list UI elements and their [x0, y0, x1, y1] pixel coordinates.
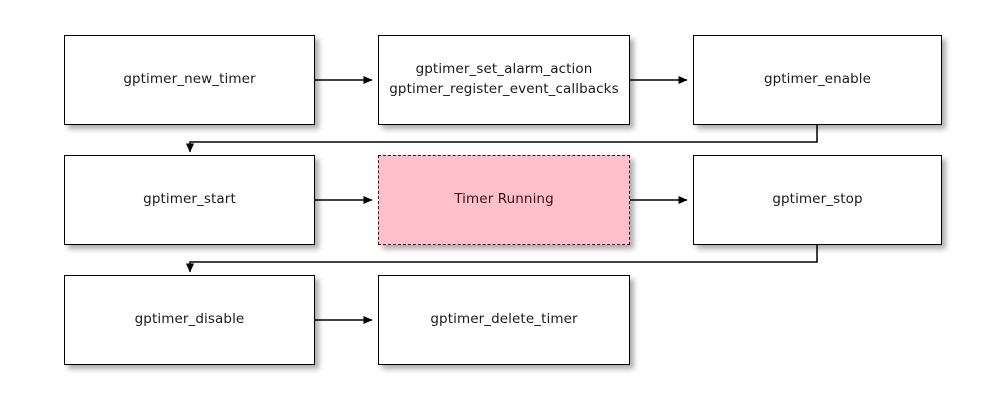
node-gptimer-new-timer[interactable]: gptimer_new_timer — [64, 35, 315, 125]
node-label-line: gptimer_delete_timer — [430, 311, 578, 328]
node-label-line: gptimer_enable — [763, 71, 872, 88]
node-label-line: gptimer_register_event_callbacks — [389, 81, 619, 97]
node-label-line: Timer Running — [454, 191, 554, 208]
node-gptimer-disable[interactable]: gptimer_disable — [64, 275, 315, 365]
node-label-line: gptimer_new_timer — [123, 71, 256, 88]
node-label-line: gptimer_stop — [772, 191, 863, 208]
node-gptimer-delete-timer[interactable]: gptimer_delete_timer — [378, 275, 630, 365]
node-label-line: gptimer_start — [143, 191, 236, 208]
node-gptimer-enable[interactable]: gptimer_enable — [693, 35, 942, 125]
edge-stop-to-disable — [186, 245, 818, 273]
edge-enable-to-start — [186, 125, 818, 153]
node-gptimer-set-alarm-action[interactable]: gptimer_set_alarm_action gptimer_registe… — [378, 35, 630, 125]
node-timer-running[interactable]: Timer Running — [378, 155, 630, 245]
node-gptimer-start[interactable]: gptimer_start — [64, 155, 315, 245]
node-label-line: gptimer_disable — [134, 311, 245, 328]
node-label-line: gptimer_set_alarm_action — [415, 61, 593, 78]
node-gptimer-stop[interactable]: gptimer_stop — [693, 155, 942, 245]
